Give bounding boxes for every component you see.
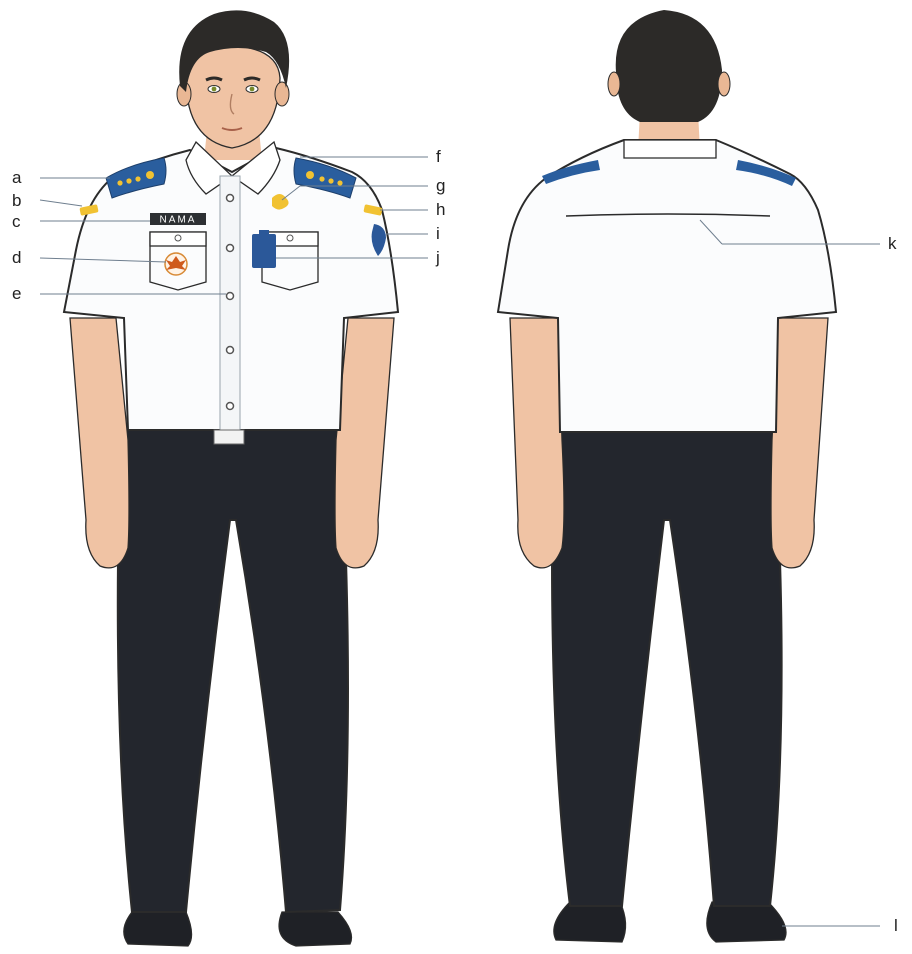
emblem-icon <box>306 171 314 179</box>
callout-leaders <box>39 156 880 927</box>
star-icon <box>126 178 132 184</box>
belt-buckle <box>213 429 245 445</box>
front-face <box>185 45 281 149</box>
shirt-button <box>225 291 235 301</box>
callout-j: j <box>435 248 440 267</box>
callout-g: g <box>436 176 445 195</box>
shirt-button <box>225 193 235 203</box>
front-left-arm <box>69 317 130 569</box>
back-left-shoe <box>553 901 627 943</box>
callout-l: l <box>894 916 898 935</box>
front-placket <box>219 175 241 431</box>
mouth <box>221 127 243 131</box>
front-trousers <box>116 427 349 914</box>
name-tag <box>150 213 206 225</box>
garuda-icon <box>166 256 186 270</box>
leader-b <box>39 199 83 207</box>
front-figure: NAMA <box>62 10 400 947</box>
callout-e: e <box>12 284 21 303</box>
leader-g <box>281 185 301 201</box>
shoulder-patch <box>371 224 386 256</box>
star-icon <box>337 180 343 186</box>
emblem-icon <box>146 171 154 179</box>
id-badge <box>252 234 276 268</box>
back-right-arm <box>770 317 829 569</box>
shirt-button <box>225 401 235 411</box>
star-icon <box>117 180 123 186</box>
star-icon <box>135 176 141 182</box>
callout-f: f <box>436 147 441 166</box>
front-hair <box>179 10 290 92</box>
callout-k: k <box>888 234 897 253</box>
shirt-button <box>225 345 235 355</box>
callout-b: b <box>12 191 21 210</box>
leader-k <box>699 219 723 245</box>
leader-d <box>39 257 167 263</box>
callout-d: d <box>12 248 21 267</box>
front-left-shoe <box>123 911 193 947</box>
right-sleeve-tab <box>363 204 383 216</box>
front-collar <box>230 140 281 195</box>
star-icon <box>328 178 334 184</box>
front-right-arm <box>334 317 395 569</box>
star-icon <box>319 176 325 182</box>
left-sleeve-tab <box>79 204 99 216</box>
back-yoke-seam <box>565 213 771 217</box>
back-figure <box>496 10 838 943</box>
back-collar <box>623 139 717 159</box>
callout-h: h <box>436 200 445 219</box>
back-left-arm <box>509 317 565 569</box>
name-tag-text: NAMA <box>160 215 197 226</box>
callout-c: c <box>12 212 21 231</box>
callout-i: i <box>436 224 440 243</box>
back-right-shoe <box>706 901 787 943</box>
callout-a: a <box>12 168 22 187</box>
right-ear <box>274 81 290 107</box>
back-right-epaulette <box>736 160 796 186</box>
shirt-button <box>225 243 235 253</box>
front-right-epaulette <box>293 157 357 199</box>
front-right-shoe <box>278 911 353 947</box>
epaulette-stars <box>117 171 343 186</box>
back-left-epaulette <box>542 160 600 184</box>
back-trousers <box>550 427 783 907</box>
back-head <box>615 10 722 122</box>
callout-labels: a b c d e f g h i j k l <box>12 147 898 935</box>
shirt-buttons <box>225 193 235 411</box>
